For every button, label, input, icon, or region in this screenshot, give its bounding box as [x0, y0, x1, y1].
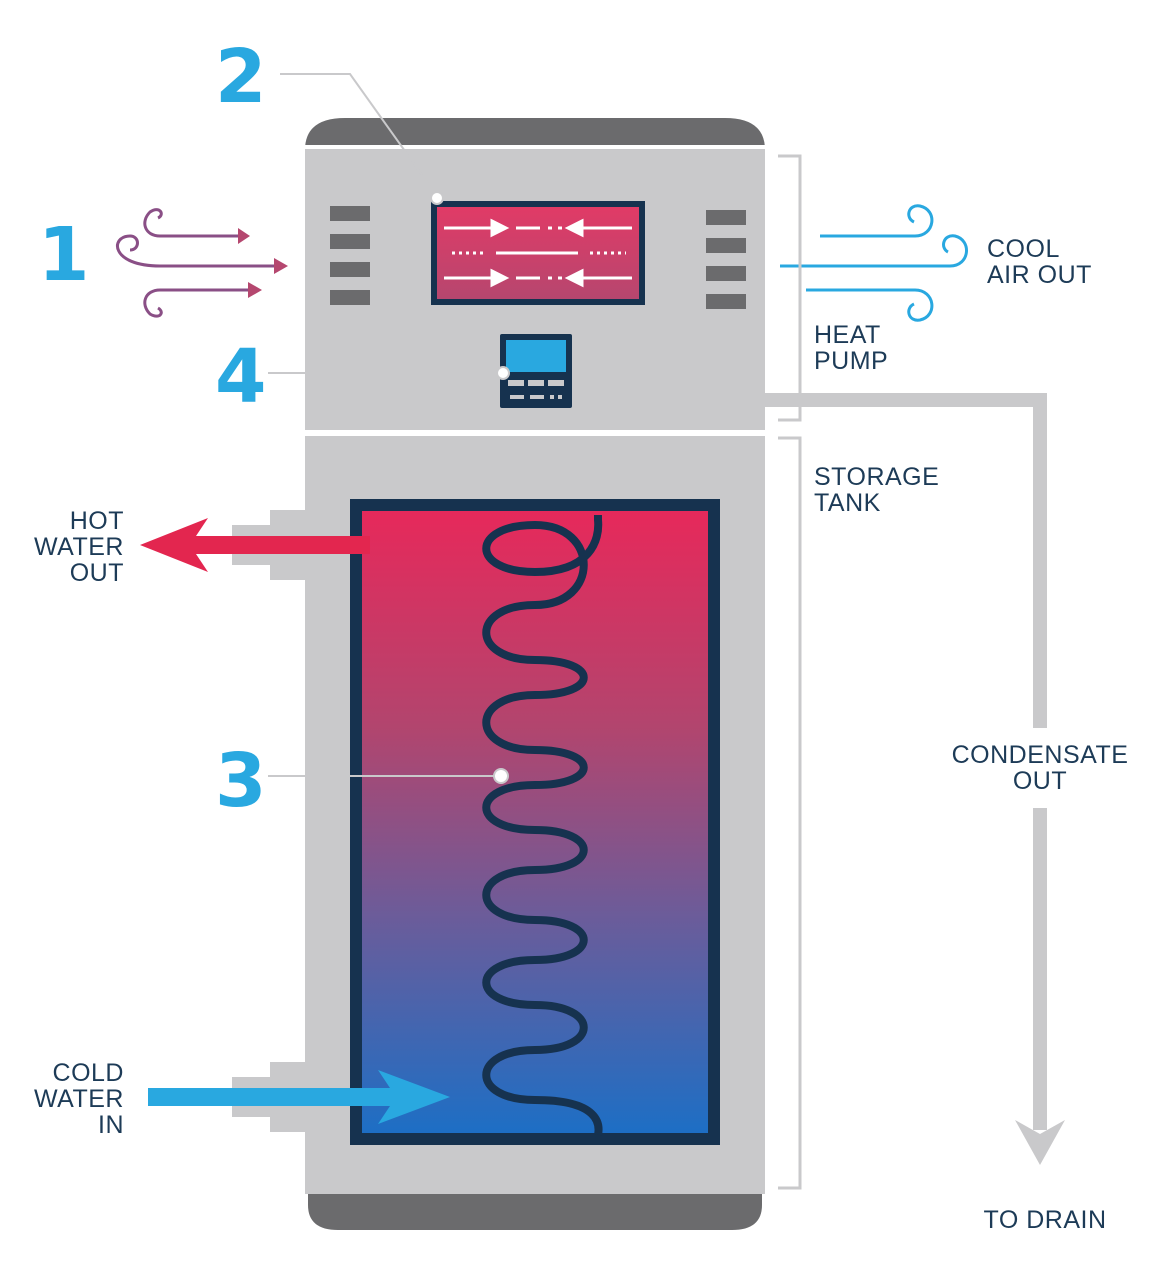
cold-water-in-arrow	[148, 1070, 450, 1124]
callout-number-3: 3	[215, 738, 267, 824]
callout-dots	[430, 191, 510, 784]
label-line: HOT	[70, 507, 124, 535]
storage-tank-label: STORAGE TANK	[814, 463, 939, 517]
unit-bottom-cap	[308, 1194, 762, 1230]
label-line: TANK	[814, 489, 881, 517]
water-tank	[350, 499, 720, 1145]
cool-air-out-label: COOL AIR OUT	[987, 235, 1092, 289]
label-line: COLD	[53, 1059, 124, 1087]
drain-arrow-icon	[1015, 1120, 1065, 1165]
cold-water-in-label: COLD WATER IN	[34, 1059, 124, 1139]
callout-number-2: 2	[215, 34, 267, 120]
coil-icon	[482, 515, 603, 1136]
control-panel-icon	[500, 334, 572, 408]
callout-number-4: 4	[215, 334, 267, 420]
label-line: HEAT	[814, 321, 881, 349]
label-line: IN	[98, 1111, 124, 1139]
hot-water-out-label: HOT WATER OUT	[34, 507, 124, 587]
right-air-vents	[706, 210, 746, 309]
storage-tank-bracket	[778, 436, 802, 1190]
label-line: CONDENSATE	[952, 741, 1129, 769]
to-drain-label: TO DRAIN	[984, 1206, 1107, 1234]
label-line: PUMP	[814, 347, 888, 375]
label-line: AIR OUT	[987, 261, 1092, 289]
label-line: OUT	[70, 559, 124, 587]
label-line: WATER	[34, 533, 124, 561]
heat-pump-bracket	[778, 154, 802, 422]
hot-water-out-arrow	[140, 518, 370, 572]
heat-pump-label: HEAT PUMP	[814, 321, 888, 375]
condensate-line	[765, 393, 1047, 1130]
label-line: OUT	[1013, 767, 1067, 795]
warm-air-in-icon	[116, 208, 288, 318]
callout-leaders	[268, 73, 502, 777]
left-air-vents	[330, 206, 370, 305]
label-line: COOL	[987, 235, 1060, 263]
heat-exchanger-icon	[431, 201, 645, 305]
label-line: WATER	[34, 1085, 124, 1113]
callout-number-1: 1	[38, 212, 90, 298]
condensate-out-label: CONDENSATE OUT	[952, 741, 1129, 795]
cool-air-out-icon	[780, 204, 968, 322]
label-line: STORAGE	[814, 463, 939, 491]
